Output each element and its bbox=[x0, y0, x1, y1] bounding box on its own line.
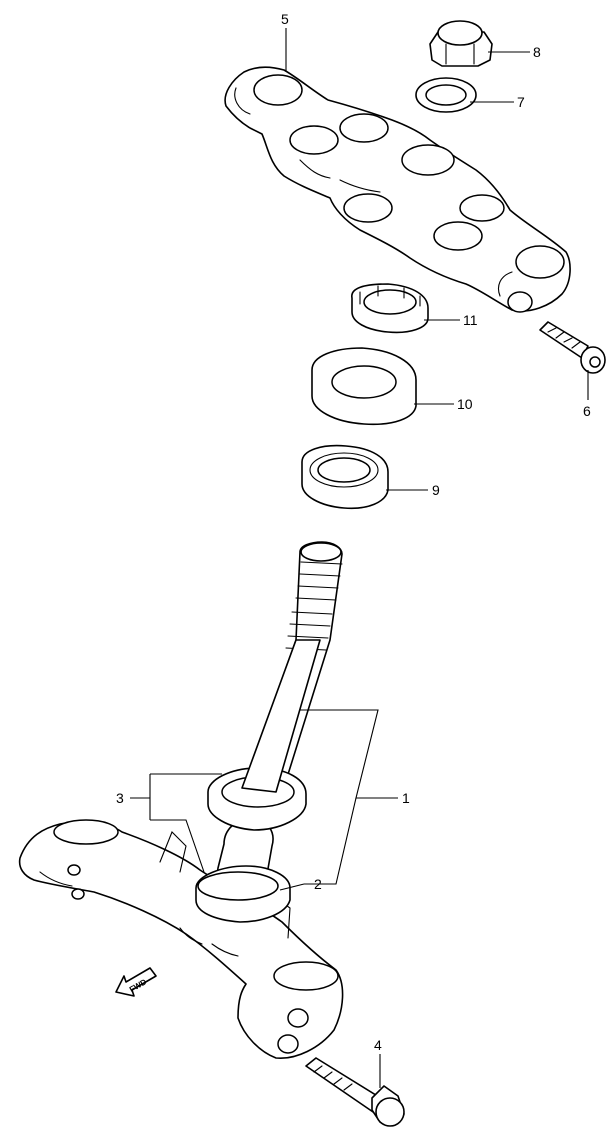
part-8-cap-nut bbox=[429, 20, 493, 67]
part-11-lock-nut bbox=[351, 283, 429, 334]
part-10-dust-seal bbox=[311, 347, 417, 426]
callout-9: 9 bbox=[432, 482, 440, 498]
callout-5: 5 bbox=[281, 11, 289, 27]
callout-3: 3 bbox=[116, 790, 124, 806]
part-3-seal bbox=[207, 639, 321, 831]
callout-10: 10 bbox=[457, 396, 473, 412]
part-2-bearing bbox=[197, 871, 279, 901]
callout-7: 7 bbox=[517, 94, 525, 110]
part-5-upper-bracket bbox=[224, 66, 571, 313]
part-7-washer bbox=[415, 77, 477, 113]
callout-labels: 5 8 7 11 6 10 9 1 3 2 4 bbox=[116, 11, 591, 1053]
part-9-bearing bbox=[301, 444, 389, 510]
callout-11: 11 bbox=[463, 312, 478, 328]
leader-lines bbox=[130, 28, 589, 1088]
part-6-bolt bbox=[539, 321, 606, 374]
fwd-arrow-icon: FWD bbox=[115, 967, 157, 997]
callout-1: 1 bbox=[402, 790, 410, 806]
callout-4: 4 bbox=[374, 1037, 382, 1053]
part-4-bolt bbox=[305, 1057, 405, 1127]
callout-6: 6 bbox=[583, 403, 591, 419]
callout-2: 2 bbox=[314, 876, 322, 892]
callout-8: 8 bbox=[533, 44, 541, 60]
